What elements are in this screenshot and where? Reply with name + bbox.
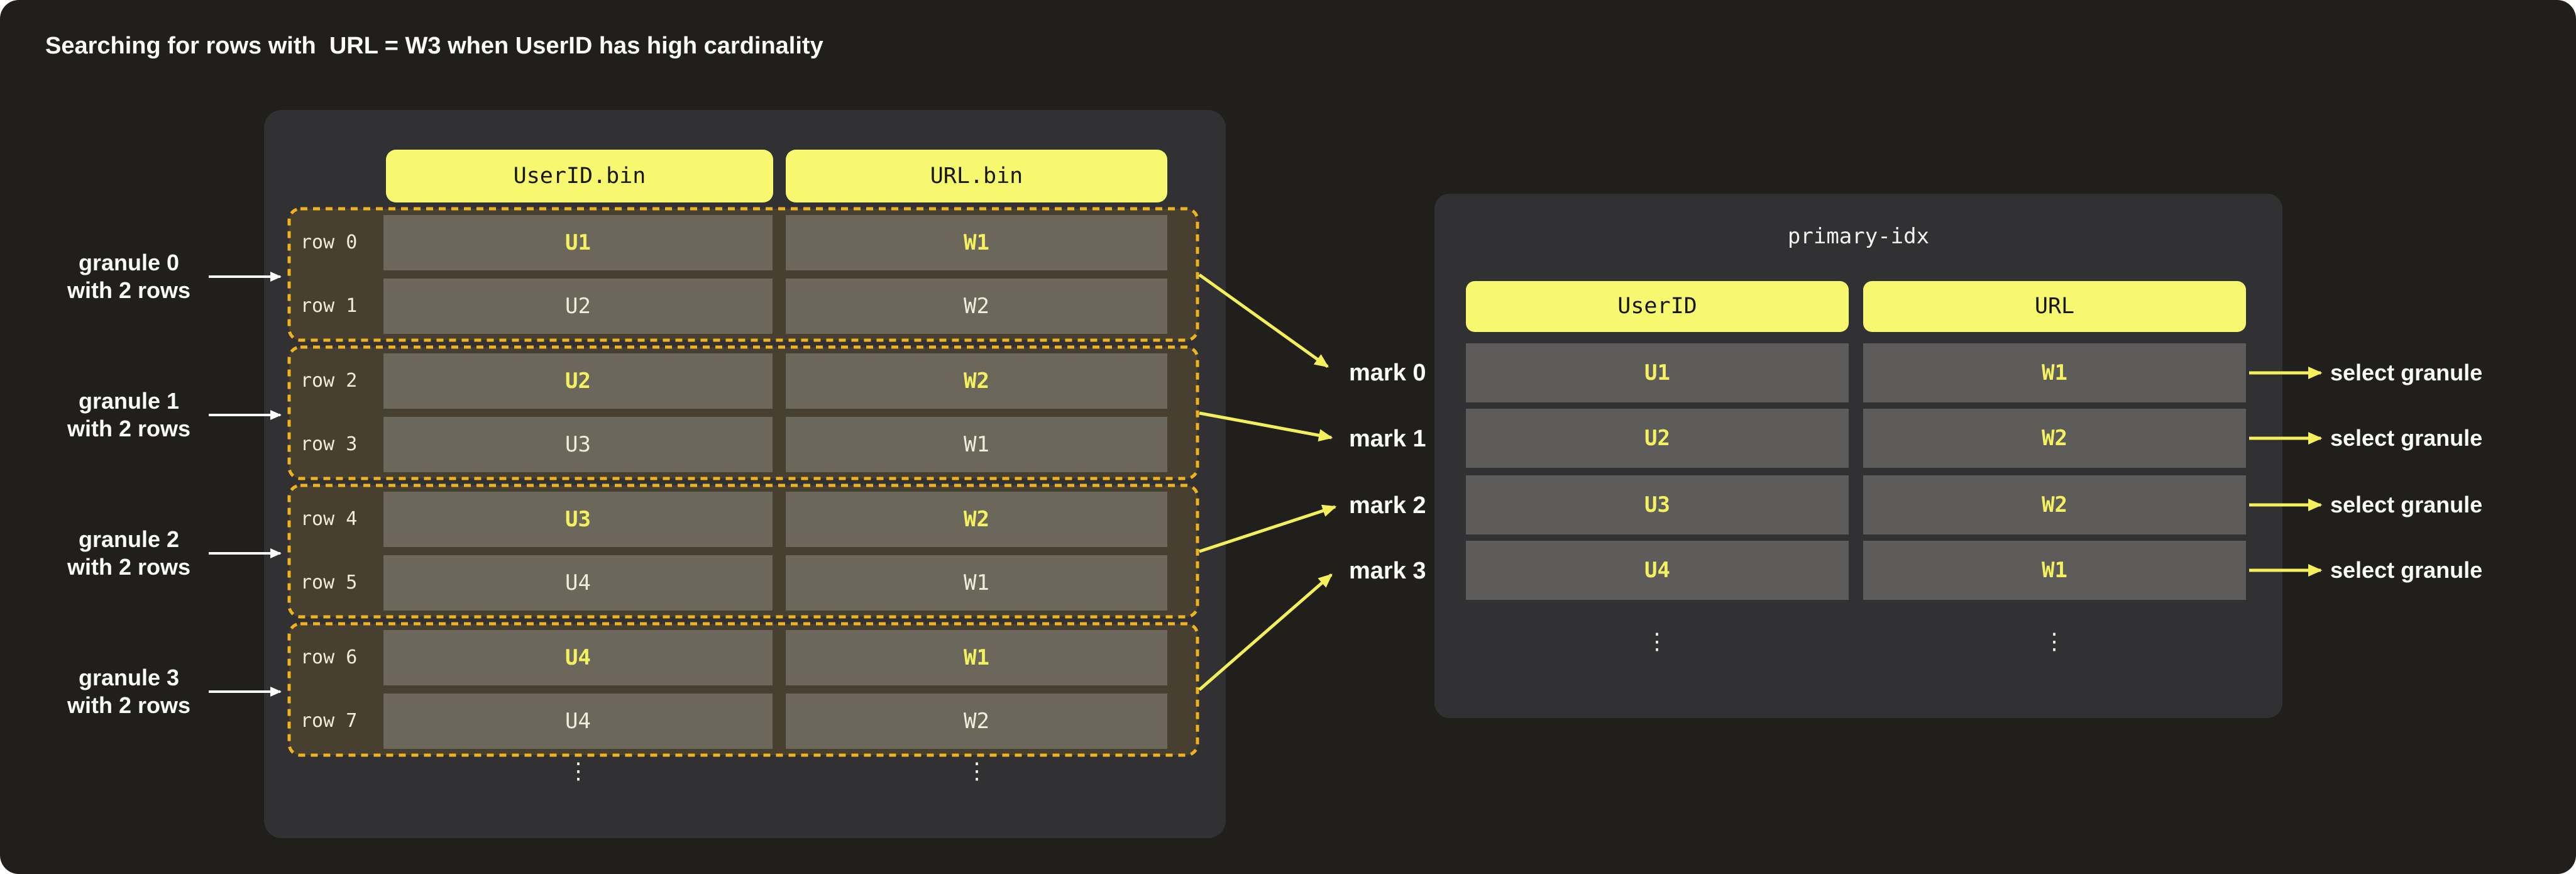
bin-ellipsis-url: ⋮: [966, 758, 988, 784]
granule-box-3: row 6 U4 W1 row 7 U4 W2: [289, 624, 1197, 755]
granule-box-0: row 0 U1 W1 row 1 U2 W2: [289, 209, 1197, 340]
row-label: row 0: [300, 231, 358, 253]
granule-annotation-line1: granule 2: [78, 526, 180, 552]
bin-ellipsis-userid: ⋮: [567, 758, 590, 784]
userid-cell: U4: [383, 694, 773, 749]
select-granule-label-2: select granule: [2330, 492, 2483, 517]
page-title: Searching for rows with URL = W3 when Us…: [45, 33, 823, 59]
granule-3-annotation: granule 3 with 2 rows: [38, 664, 220, 719]
mark-label-3: mark 3: [1349, 558, 1426, 584]
granule-annotation-line2: with 2 rows: [67, 277, 191, 303]
mark-label-1: mark 1: [1349, 426, 1426, 452]
primary-cell-url: W1: [1863, 343, 2246, 402]
url-cell: W2: [786, 492, 1167, 547]
url-cell: W1: [786, 630, 1167, 685]
select-granule-label-1: select granule: [2330, 425, 2483, 451]
primary-ellipsis-url: ⋮: [2043, 629, 2066, 655]
granule-annotation-line1: granule 1: [78, 388, 180, 414]
url-cell: W2: [786, 694, 1167, 749]
primary-idx-title: primary-idx: [1787, 224, 1930, 249]
granule-box-1: row 2 U2 W2 row 3 U3 W1: [289, 347, 1197, 478]
primary-header-url: URL: [1863, 281, 2246, 332]
userid-cell: U3: [383, 492, 773, 547]
url-cell: W1: [786, 555, 1167, 611]
primary-cell-userid: U4: [1466, 541, 1849, 600]
granule-box-2: row 4 U3 W2 row 5 U4 W1: [289, 485, 1197, 617]
url-cell: W2: [786, 353, 1167, 409]
userid-cell: U2: [383, 279, 773, 334]
primary-cell-url: W1: [1863, 541, 2246, 600]
primary-cell-userid: U1: [1466, 343, 1849, 402]
row-label: row 1: [300, 295, 358, 317]
select-granule-label-3: select granule: [2330, 557, 2483, 583]
granule-2-annotation: granule 2 with 2 rows: [38, 526, 220, 581]
primary-ellipsis-userid: ⋮: [1646, 629, 1668, 655]
granule-0-annotation: granule 0 with 2 rows: [38, 249, 220, 304]
row-label: row 4: [300, 508, 358, 530]
granule-annotation-line2: with 2 rows: [67, 554, 191, 580]
bin-header-url: URL.bin: [786, 150, 1167, 202]
row-label: row 2: [300, 370, 358, 392]
userid-cell: U2: [383, 353, 773, 409]
primary-header-userid: UserID: [1466, 281, 1849, 332]
mark-label-2: mark 2: [1349, 492, 1426, 519]
granule-annotation-line1: granule 3: [78, 665, 180, 690]
bin-header-userid: UserID.bin: [386, 150, 773, 202]
granule-annotation-line2: with 2 rows: [67, 692, 191, 718]
primary-cell-url: W2: [1863, 409, 2246, 468]
userid-cell: U3: [383, 417, 773, 472]
row-label: row 3: [300, 433, 358, 455]
userid-cell: U4: [383, 555, 773, 611]
primary-cell-url: W2: [1863, 475, 2246, 534]
url-cell: W1: [786, 215, 1167, 270]
primary-cell-userid: U3: [1466, 475, 1849, 534]
url-cell: W1: [786, 417, 1167, 472]
mark-label-0: mark 0: [1349, 360, 1426, 386]
row-label: row 7: [300, 710, 358, 732]
url-cell: W2: [786, 279, 1167, 334]
row-label: row 6: [300, 646, 358, 668]
row-label: row 5: [300, 572, 358, 594]
userid-cell: U1: [383, 215, 773, 270]
select-granule-label-0: select granule: [2330, 360, 2483, 385]
primary-cell-userid: U2: [1466, 409, 1849, 468]
userid-cell: U4: [383, 630, 773, 685]
granule-annotation-line2: with 2 rows: [67, 416, 191, 441]
granule-annotation-line1: granule 0: [78, 250, 180, 275]
granule-1-annotation: granule 1 with 2 rows: [38, 387, 220, 443]
